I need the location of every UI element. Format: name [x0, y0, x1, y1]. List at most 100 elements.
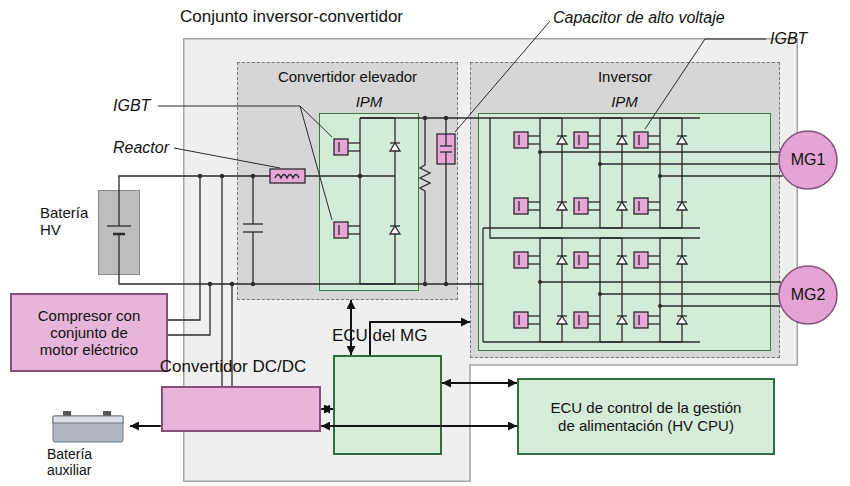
junction-dot — [358, 174, 362, 178]
igbt-symbol — [634, 132, 648, 148]
igbt-symbol — [574, 312, 588, 328]
igbt-symbol — [578, 255, 579, 265]
capacitor-symbol — [445, 118, 446, 134]
battery-wire — [118, 234, 119, 275]
leader-line — [158, 106, 332, 137]
diode-symbol — [617, 315, 627, 316]
igbt-symbol — [634, 312, 648, 328]
hv-bus-wire — [305, 175, 360, 176]
igbt-symbol — [588, 323, 600, 324]
igbt-leg — [334, 118, 783, 342]
reactor-symbol — [270, 169, 305, 183]
igbt-symbol — [638, 315, 639, 325]
igbt-symbol — [338, 142, 339, 152]
leg-wire — [540, 341, 562, 342]
igbt-symbol — [518, 315, 519, 325]
junction-dot — [598, 162, 602, 166]
diode-symbol — [557, 202, 567, 210]
igbt-symbol — [588, 143, 600, 144]
igbt-symbol — [348, 150, 360, 151]
igbt-symbol — [588, 315, 600, 316]
filter-capacitor — [252, 176, 253, 224]
igbt-symbol — [574, 198, 588, 214]
leg-wire — [659, 238, 660, 342]
leg-wire — [681, 118, 682, 228]
leg-wire — [561, 238, 562, 342]
igbt-symbol — [578, 135, 579, 145]
node-text: Batería HV — [40, 204, 96, 239]
battery-icon — [45, 408, 130, 444]
phase-wire — [540, 281, 781, 282]
leader-line — [455, 21, 550, 132]
callout-label: Reactor — [113, 139, 169, 157]
leader-line — [645, 39, 766, 129]
igbt-symbol — [514, 312, 528, 328]
dcdc-wire — [222, 176, 232, 386]
igbt-symbol — [348, 233, 360, 234]
node-text: MG1 — [791, 151, 826, 169]
diode-symbol — [557, 136, 567, 144]
igbt-symbol — [528, 201, 540, 202]
diode-symbol — [617, 135, 627, 136]
leg-wire — [599, 238, 600, 342]
diode-symbol — [617, 201, 627, 202]
node-text: Compresor con conjunto de motor eléctric… — [30, 307, 148, 359]
junction-dot — [444, 282, 448, 286]
igbt-symbol — [348, 225, 360, 226]
diode-symbol — [557, 255, 567, 256]
igbt-symbol — [634, 252, 648, 268]
leg-wire — [621, 118, 622, 228]
node-text: ECU del MG — [332, 326, 372, 346]
diode-symbol — [677, 315, 687, 316]
text-holder: Compresor con conjunto de motor eléctric… — [30, 307, 148, 359]
filter-capacitor — [243, 176, 263, 284]
battery-symbol — [107, 190, 131, 275]
leader-line — [300, 106, 332, 220]
callout-label: IGBT — [770, 30, 807, 48]
igbt-symbol — [638, 201, 639, 211]
circuit-wiring — [119, 21, 783, 386]
dcdc-wire — [231, 284, 232, 386]
signal-arrow — [321, 408, 333, 410]
diode-symbol — [677, 255, 687, 256]
junction-dot — [538, 150, 542, 154]
text-holder: MG1 — [791, 151, 826, 169]
diode-symbol — [617, 256, 627, 264]
callout-label: Capacitor de alto voltaje — [553, 9, 725, 27]
igbt-symbol — [634, 198, 648, 214]
igbt-symbol — [578, 201, 579, 211]
diode-symbol — [557, 201, 567, 202]
junction-dot — [208, 282, 212, 286]
compressor-wire — [168, 284, 210, 335]
leader-line — [158, 21, 766, 220]
diode-symbol — [677, 316, 687, 324]
junction-dot — [423, 116, 427, 120]
igbt-symbol — [518, 135, 519, 145]
motor-circle: MG1 — [778, 130, 838, 190]
igbt-symbol — [518, 255, 519, 265]
text-holder: Convertidor DC/DC — [160, 357, 306, 377]
ipm-module: IPM — [478, 113, 771, 351]
junction-dot — [423, 282, 427, 286]
signal-arrow — [370, 322, 470, 355]
motor-circle: MG2 — [778, 265, 838, 325]
leg-wire — [660, 237, 682, 238]
node-text: Convertidor DC/DC — [160, 357, 306, 377]
node-text: Convertidor elevador — [238, 68, 457, 85]
node-text: IPM — [320, 93, 418, 110]
leg-wire — [394, 118, 395, 284]
inverter-bus — [483, 118, 700, 342]
junction-dot — [538, 280, 542, 284]
igbt-symbol — [348, 142, 360, 143]
battery-lid — [53, 416, 123, 423]
leg-wire — [600, 237, 622, 238]
diode-symbol — [677, 136, 687, 144]
diode-symbol — [557, 256, 567, 264]
igbt-symbol — [528, 263, 540, 264]
capacitor-symbol — [437, 118, 455, 284]
text-holder: Batería HV — [40, 204, 96, 239]
capacitor-symbol — [437, 134, 455, 164]
hv-bus-wire — [119, 275, 483, 284]
diode-symbol — [390, 226, 400, 234]
